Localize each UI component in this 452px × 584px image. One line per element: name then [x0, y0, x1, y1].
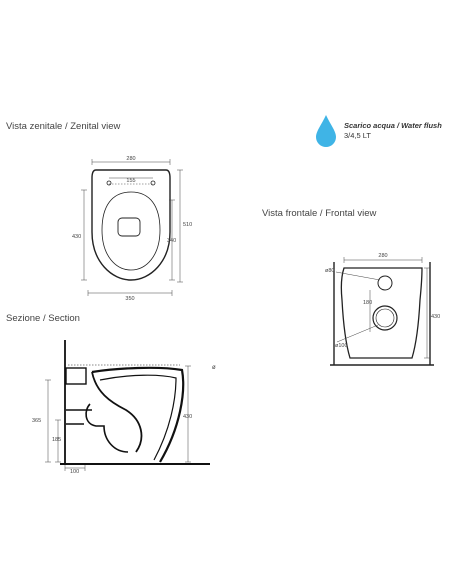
- seat-hole-left: [106, 180, 112, 186]
- zenital-dimension-lines: [81, 159, 183, 296]
- frontal-view-title: Vista frontale / Frontal view: [262, 208, 377, 219]
- frontal-inlet: [377, 275, 393, 291]
- dim-zenital-width-bottom: 350: [125, 296, 134, 302]
- zenital-bowl-outline: [91, 169, 171, 281]
- dim-zenital-width-top: 280: [126, 156, 135, 162]
- frontal-outlet: [372, 305, 398, 331]
- dim-section-height-185: 185: [52, 437, 61, 443]
- frontal-body-outline: [340, 267, 423, 359]
- dim-section-symbol: ø: [212, 365, 216, 371]
- section-view-title: Sezione / Section: [6, 313, 80, 324]
- seat-hole-right: [150, 180, 156, 186]
- zenital-drain: [117, 217, 141, 237]
- dim-frontal-width: 280: [378, 253, 387, 259]
- section-view-drawing: [60, 340, 210, 465]
- section-trap: [85, 403, 129, 453]
- dim-section-offset: 100: [70, 469, 79, 475]
- section-outer-body: [91, 366, 185, 463]
- water-drop-icon: [316, 115, 336, 147]
- frontal-dimension-lines: [335, 257, 430, 359]
- section-inner-shell: [99, 374, 177, 461]
- zenital-view-drawing: [91, 169, 171, 281]
- section-dimension-lines: [45, 365, 191, 471]
- section-inlet-block: [65, 367, 87, 385]
- frontal-outlet-inner: [375, 308, 395, 328]
- flush-title: Scarico acqua / Water flush: [344, 121, 442, 130]
- zenital-bowl-inner: [101, 191, 161, 271]
- dim-zenital-total-length: 510: [183, 222, 192, 228]
- dim-zenital-length-left: 430: [72, 234, 81, 240]
- flush-volume: 3/4,5 LT: [344, 131, 371, 140]
- dim-frontal-height: 430: [431, 314, 440, 320]
- dim-section-height-365: 365: [32, 418, 41, 424]
- section-bowl-curve: [91, 371, 143, 453]
- zenital-view-title: Vista zenitale / Zenital view: [6, 121, 121, 132]
- dim-frontal-inlet-height: 180: [363, 300, 372, 306]
- dim-frontal-inlet-diameter: ø80: [325, 268, 334, 274]
- dim-zenital-depth: 340: [167, 238, 176, 244]
- water-drop-shape: [316, 115, 336, 147]
- dim-frontal-outlet-diameter: ø100: [335, 343, 348, 349]
- dim-section-height: 430: [183, 414, 192, 420]
- frontal-view-drawing: [330, 262, 434, 366]
- section-outlet-pipe: [66, 409, 92, 425]
- dim-zenital-hole-spacing: 155: [126, 178, 135, 184]
